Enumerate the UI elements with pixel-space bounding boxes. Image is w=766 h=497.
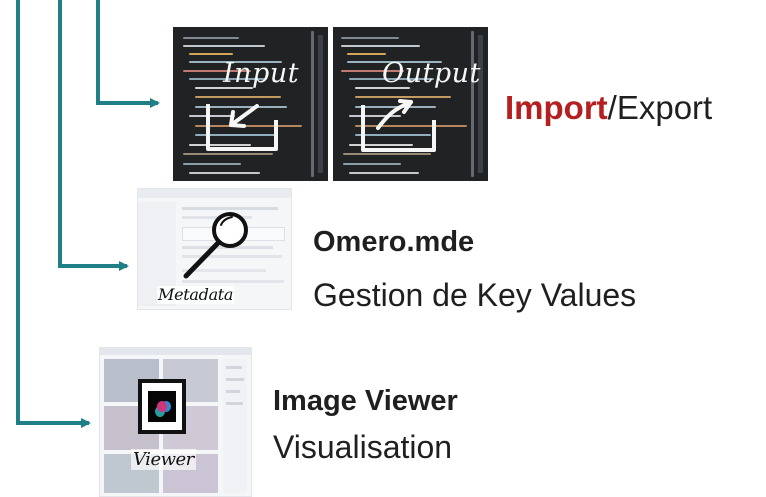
metadata-image-label: Metadata [157, 285, 235, 304]
output-arrow-icon [361, 99, 436, 152]
code-input-image: Input [173, 27, 328, 181]
arrow-to-omero-mde [58, 0, 129, 271]
viewer-image [99, 347, 252, 497]
input-arrow-icon [206, 104, 278, 151]
omero-mde-subtitle: Gestion de Key Values [313, 277, 637, 313]
code-output-image: Output [333, 27, 488, 181]
omero-mde-title: Omero.mde [313, 226, 475, 258]
viewer-image-label: Viewer [131, 449, 196, 470]
image-viewer-subtitle: Visualisation [273, 429, 453, 465]
input-image-label: Input [223, 58, 300, 89]
output-image-label: Output [382, 58, 481, 89]
arrow-to-image-viewer [16, 0, 91, 428]
viewer-frame-icon [138, 379, 186, 434]
import-label: Import [505, 89, 608, 126]
arrow-to-import-export [96, 0, 160, 108]
export-label: /Export [607, 89, 713, 126]
image-viewer-title: Image Viewer [273, 385, 458, 417]
import-export-label: Import/Export [505, 88, 712, 128]
magnifier-icon [183, 212, 248, 279]
